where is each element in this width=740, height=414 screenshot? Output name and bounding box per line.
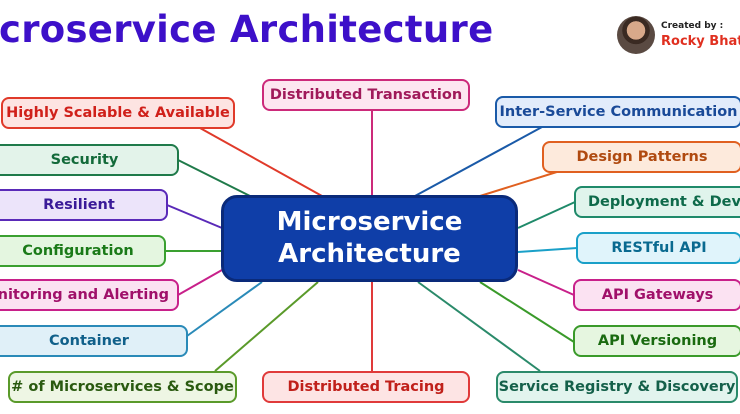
node-inter-service-communication: Inter-Service Communication — [495, 96, 740, 128]
page-title: icroservice Architecture — [0, 8, 494, 51]
node-label: Design Patterns — [576, 149, 708, 165]
connector-api-versioning — [479, 281, 575, 343]
connector-service-registry — [417, 281, 541, 372]
connector-container — [186, 281, 263, 337]
connector-api-gateways — [517, 269, 575, 296]
connector-inter-service-communication — [414, 126, 543, 197]
node-distributed-tracing: Distributed Tracing — [262, 371, 470, 403]
center-node-label: Microservice Architecture — [276, 207, 463, 269]
connector-resilient — [166, 204, 223, 229]
connector-security — [177, 159, 251, 197]
created-by-label: Created by : — [661, 21, 724, 31]
avatar — [617, 16, 655, 54]
node-highly-scalable: Highly Scalable & Available — [1, 97, 235, 129]
node-microservices-scope: # of Microservices & Scope — [8, 371, 237, 403]
node-label: API Gateways — [601, 287, 714, 303]
connector-monitoring-alerting — [177, 269, 223, 296]
node-security: Security — [0, 144, 179, 176]
node-label: Configuration — [22, 243, 134, 259]
author-credit: Created by : Rocky Bhati — [617, 16, 740, 56]
node-container: Container — [0, 325, 188, 357]
node-resilient: Resilient — [0, 189, 168, 221]
author-name: Rocky Bhati — [661, 34, 740, 49]
center-node: Microservice Architecture — [221, 195, 518, 282]
node-label: Distributed Transaction — [269, 87, 463, 103]
node-label: # of Microservices & Scope — [11, 379, 234, 395]
node-label: Monitoring and Alerting — [0, 287, 169, 303]
node-label: Container — [49, 333, 129, 349]
node-label: Highly Scalable & Available — [6, 105, 230, 121]
node-label: API Versioning — [597, 333, 718, 349]
connector-restful-api — [517, 247, 578, 253]
node-distributed-transaction: Distributed Transaction — [262, 79, 470, 111]
node-service-registry: Service Registry & Discovery — [496, 371, 738, 403]
connector-deployment-devops — [517, 201, 576, 229]
node-api-versioning: API Versioning — [573, 325, 740, 357]
node-api-gateways: API Gateways — [573, 279, 740, 311]
node-label: Distributed Tracing — [287, 379, 445, 395]
node-label: Deployment & DevOps — [588, 194, 740, 210]
node-monitoring-alerting: Monitoring and Alerting — [0, 279, 179, 311]
connector-microservices-scope — [214, 281, 319, 372]
node-label: Security — [50, 152, 119, 168]
node-label: Service Registry & Discovery — [498, 379, 736, 395]
connector-highly-scalable — [199, 127, 323, 197]
node-label: Resilient — [43, 197, 115, 213]
connector-design-patterns — [479, 170, 561, 197]
node-deployment-devops: Deployment & DevOps — [574, 186, 740, 218]
node-configuration: Configuration — [0, 235, 166, 267]
node-design-patterns: Design Patterns — [542, 141, 740, 173]
node-label: RESTful API — [611, 240, 707, 256]
node-label: Inter-Service Communication — [499, 104, 738, 120]
node-restful-api: RESTful API — [576, 232, 740, 264]
